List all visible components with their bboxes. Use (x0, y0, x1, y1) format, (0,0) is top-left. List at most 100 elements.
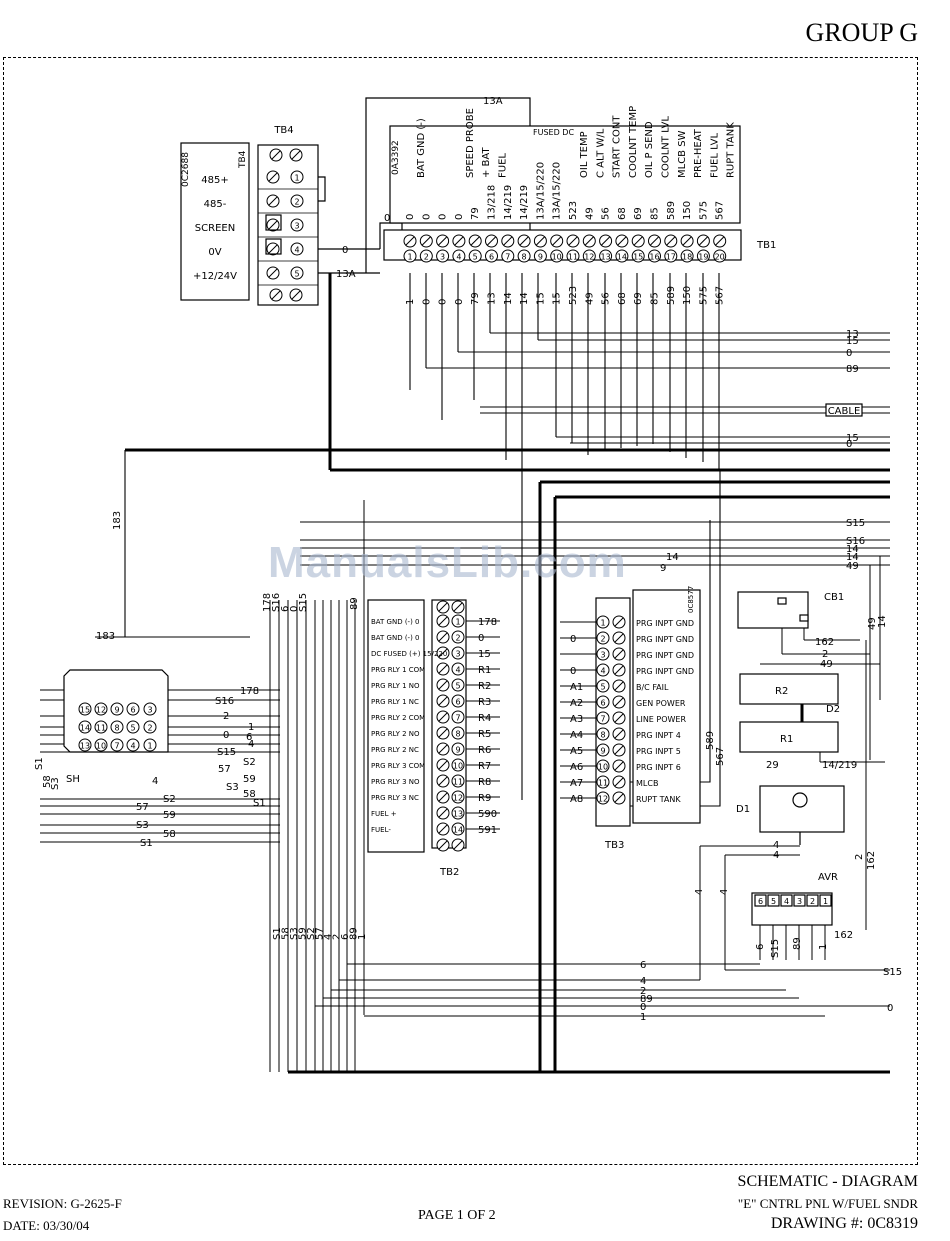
sh-top-label: 178 (262, 593, 273, 612)
sh-wire-label: 2 (223, 711, 229, 722)
d2-label: D2 (826, 704, 840, 715)
terminal-number: 1 (600, 619, 605, 628)
d1-stud-icon (792, 792, 808, 808)
tb1-column-label: 14/219 (503, 185, 514, 220)
tb1-column-label: 85 (650, 207, 661, 220)
sh-wire-label: S16 (215, 696, 234, 707)
terminal-number: 4 (455, 666, 460, 675)
tb1-column-name: PRE-HEAT (693, 128, 704, 178)
tb3-wire-label: 0 (570, 666, 576, 677)
screw-slot (614, 777, 624, 787)
terminal-number: 17 (666, 253, 676, 262)
tb4-terminal (290, 170, 304, 184)
tb4-panel-label: SCREEN (195, 223, 235, 234)
footer-date: DATE: 03/30/04 (3, 1218, 90, 1233)
tb4-terminal (290, 242, 304, 256)
screw-slot (438, 616, 448, 626)
tb2-row-label: PRG RLY 2 NC (371, 746, 419, 754)
tb1-wire-number: 13 (487, 292, 498, 305)
tb3-terminal (596, 743, 610, 757)
tb2-label-panel (367, 599, 425, 853)
tb2-terminal (451, 774, 465, 788)
terminal-number: 2 (147, 724, 152, 733)
avr-terminal-number: 6 (758, 897, 763, 906)
sh-bundle-label: 6 (340, 934, 351, 940)
tb1-terminal (599, 249, 613, 263)
screw-slot (438, 824, 448, 834)
screw-slot (568, 236, 578, 246)
tb2-terminal (451, 710, 465, 724)
sh-pin (94, 738, 108, 752)
tb3-wire-589-label: 589 (705, 731, 716, 750)
screw-slot (268, 172, 278, 182)
tb2-wire-label: R7 (478, 761, 491, 772)
cb1-breaker (737, 591, 809, 629)
tb1-terminal (436, 249, 450, 263)
tb1-terminal (696, 249, 710, 263)
sh-bundle-label: 57 (315, 927, 326, 940)
tb2-row-label: PRG RLY 3 COM (371, 762, 425, 770)
tb1-column-name: MLCB SW (677, 130, 688, 178)
wire-183-label: 183 (112, 511, 123, 530)
sh-pin (78, 702, 92, 716)
tb1-column-label: 14/219 (519, 185, 530, 220)
terminal-number: 14 (453, 826, 463, 835)
tb3-wire-label: 0 (570, 634, 576, 645)
tb3-wire-label: A5 (570, 746, 583, 757)
screw-slot (614, 649, 624, 659)
screw-slot (438, 760, 448, 770)
tb1-terminal (631, 249, 645, 263)
tb1-wire-number: 523 (568, 286, 579, 305)
sh-wire-label: 178 (240, 686, 259, 697)
tb1-zero-wire-label: 0 (384, 213, 390, 224)
tb2-row-label: DC FUSED (+) 15/220 (371, 650, 447, 658)
terminal-number: 11 (568, 253, 578, 262)
r1-wire-label: 29 (766, 760, 779, 771)
tb1-wire-number: 0 (421, 299, 432, 305)
vertical-label: 14 (877, 615, 888, 628)
tb1-terminal (648, 249, 661, 263)
screw-slot (552, 236, 562, 246)
tb2-row-label: PRG RLY 1 COM (371, 666, 425, 674)
bottom-wire-label: 1 (640, 1012, 646, 1023)
tb1-column-label: 0 (405, 214, 416, 220)
tb1-fused-label: FUSED DC (533, 128, 574, 137)
terminal-number: 10 (598, 763, 608, 772)
tb2-terminal (451, 694, 465, 708)
tb1-column-name: RUPT TANK (726, 122, 737, 178)
tb2-terminal (451, 678, 465, 692)
avr-wire-label: S15 (770, 939, 781, 958)
avr-wire-label: 89 (792, 937, 803, 950)
terminal-number: 9 (114, 706, 119, 715)
avr-terminal-box (819, 894, 832, 907)
screw-slot (614, 633, 624, 643)
bottom-wire-label: 0 (640, 1002, 646, 1013)
tb4-wire-0-label: 0 (342, 245, 348, 256)
footer-page: PAGE 1 OF 2 (418, 1208, 496, 1223)
tb2-wire-label: R9 (478, 793, 491, 804)
tb1-top-wire-label: 13A (483, 96, 503, 107)
tb1-wire-number: 0 (438, 299, 449, 305)
tb3-row-label: PRG INPT GND (636, 651, 694, 660)
tb2-row-label: BAT GND (-) 0 (371, 634, 420, 642)
screw-slot (650, 236, 659, 246)
screw-slot (617, 236, 627, 246)
tb2-terminal (451, 758, 465, 772)
tb2-row-label: PRG RLY 1 NC (371, 698, 419, 706)
tb4-label: TB4 (273, 125, 293, 136)
tb1-column-label: 567 (715, 201, 726, 220)
tb2-wire-label: R5 (478, 729, 491, 740)
terminal-number: 4 (600, 667, 605, 676)
r1-relay (739, 721, 839, 753)
screw-slot (614, 681, 624, 691)
terminal-number: 7 (600, 715, 605, 724)
tb1-column-name: FUEL LVL (709, 133, 720, 178)
screw-slot (268, 196, 278, 206)
bottom-wire-label: S15 (883, 967, 902, 978)
terminal-number: 7 (455, 714, 460, 723)
r2-label: R2 (775, 686, 788, 697)
right-wire-label: 89 (846, 364, 859, 375)
terminal-number: 14 (80, 724, 90, 733)
screw-slot (614, 793, 624, 803)
